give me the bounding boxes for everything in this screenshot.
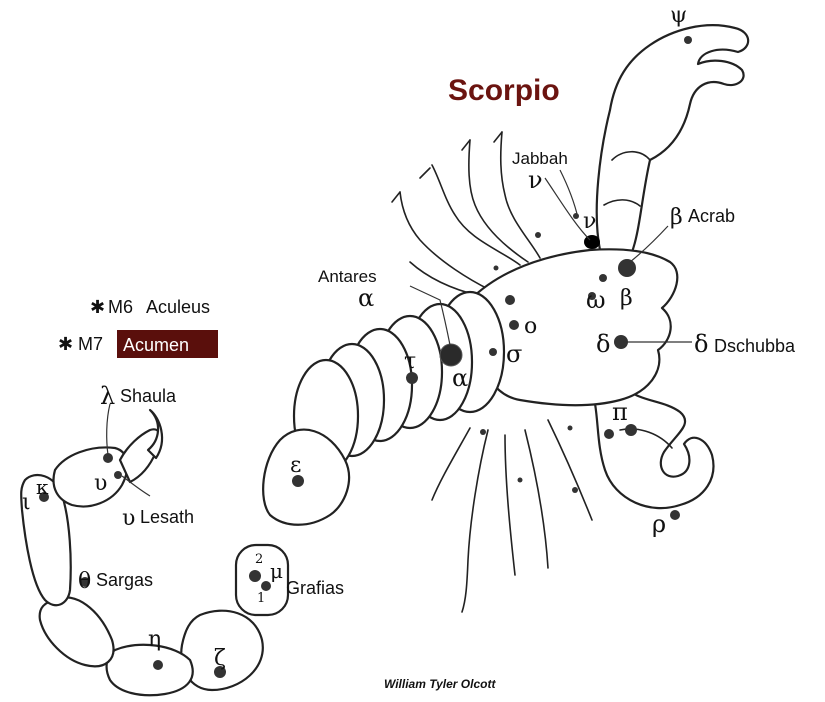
greek-delta: δ xyxy=(596,330,610,358)
label-acrab: Acrab xyxy=(688,206,735,226)
greek-epsilon: ε xyxy=(290,453,301,478)
greek-nu-star: ν xyxy=(583,209,596,234)
tail-segments xyxy=(21,410,288,695)
greek-psi: ψ xyxy=(670,3,687,28)
greek-kappa: κ xyxy=(36,475,49,499)
credit-text: William Tyler Olcott xyxy=(384,677,496,691)
label-shaula: Shaula xyxy=(120,386,177,406)
cluster-m6-name: Aculeus xyxy=(146,297,210,317)
greek-eta: η xyxy=(148,627,161,652)
greek-mu: μ xyxy=(270,559,283,583)
label-sargas: Sargas xyxy=(96,570,153,590)
greek-alpha: α xyxy=(452,364,468,392)
body-segments xyxy=(263,292,504,525)
greek-mu-1: 1 xyxy=(257,591,265,606)
greek-zeta: ζ xyxy=(214,646,226,671)
greek-lambda: λ xyxy=(100,382,115,410)
greek-nu-label: ν xyxy=(528,166,543,194)
greek-alpha-antares: α xyxy=(358,284,374,312)
greek-iota: ι xyxy=(22,490,31,515)
label-dschubba: Dschubba xyxy=(714,336,796,356)
lower-legs xyxy=(432,420,592,612)
greek-sigma: σ xyxy=(506,340,522,368)
greek-mu-2: 2 xyxy=(255,552,263,567)
asterisk-icon: ✱ xyxy=(90,297,105,317)
greek-rho: ρ xyxy=(652,510,666,538)
greek-o: o xyxy=(524,314,537,339)
chart-title: Scorpio xyxy=(448,74,560,107)
label-grafias: Grafias xyxy=(286,578,344,598)
greek-upsilon: υ xyxy=(94,471,107,496)
cluster-m6: ✱ M6 Aculeus xyxy=(90,297,210,317)
greek-delta-dschubba: δ xyxy=(694,330,708,358)
greek-pi: π xyxy=(612,398,628,426)
cluster-m7: ✱ M7 Acumen xyxy=(58,330,218,358)
greek-beta: β xyxy=(620,286,633,311)
greek-omega: ω xyxy=(586,286,606,314)
greek-theta: θ xyxy=(78,569,91,594)
label-lesath: Lesath xyxy=(140,507,194,527)
greek-upsilon-lesath: υ xyxy=(122,506,135,531)
asterisk-icon: ✱ xyxy=(58,334,73,354)
greek-beta-acrab: β xyxy=(670,205,683,230)
cluster-m6-code: M6 xyxy=(108,297,133,317)
cluster-m7-name: Acumen xyxy=(123,335,189,355)
greek-tau: τ xyxy=(404,349,416,374)
cluster-m7-code: M7 xyxy=(78,334,103,354)
